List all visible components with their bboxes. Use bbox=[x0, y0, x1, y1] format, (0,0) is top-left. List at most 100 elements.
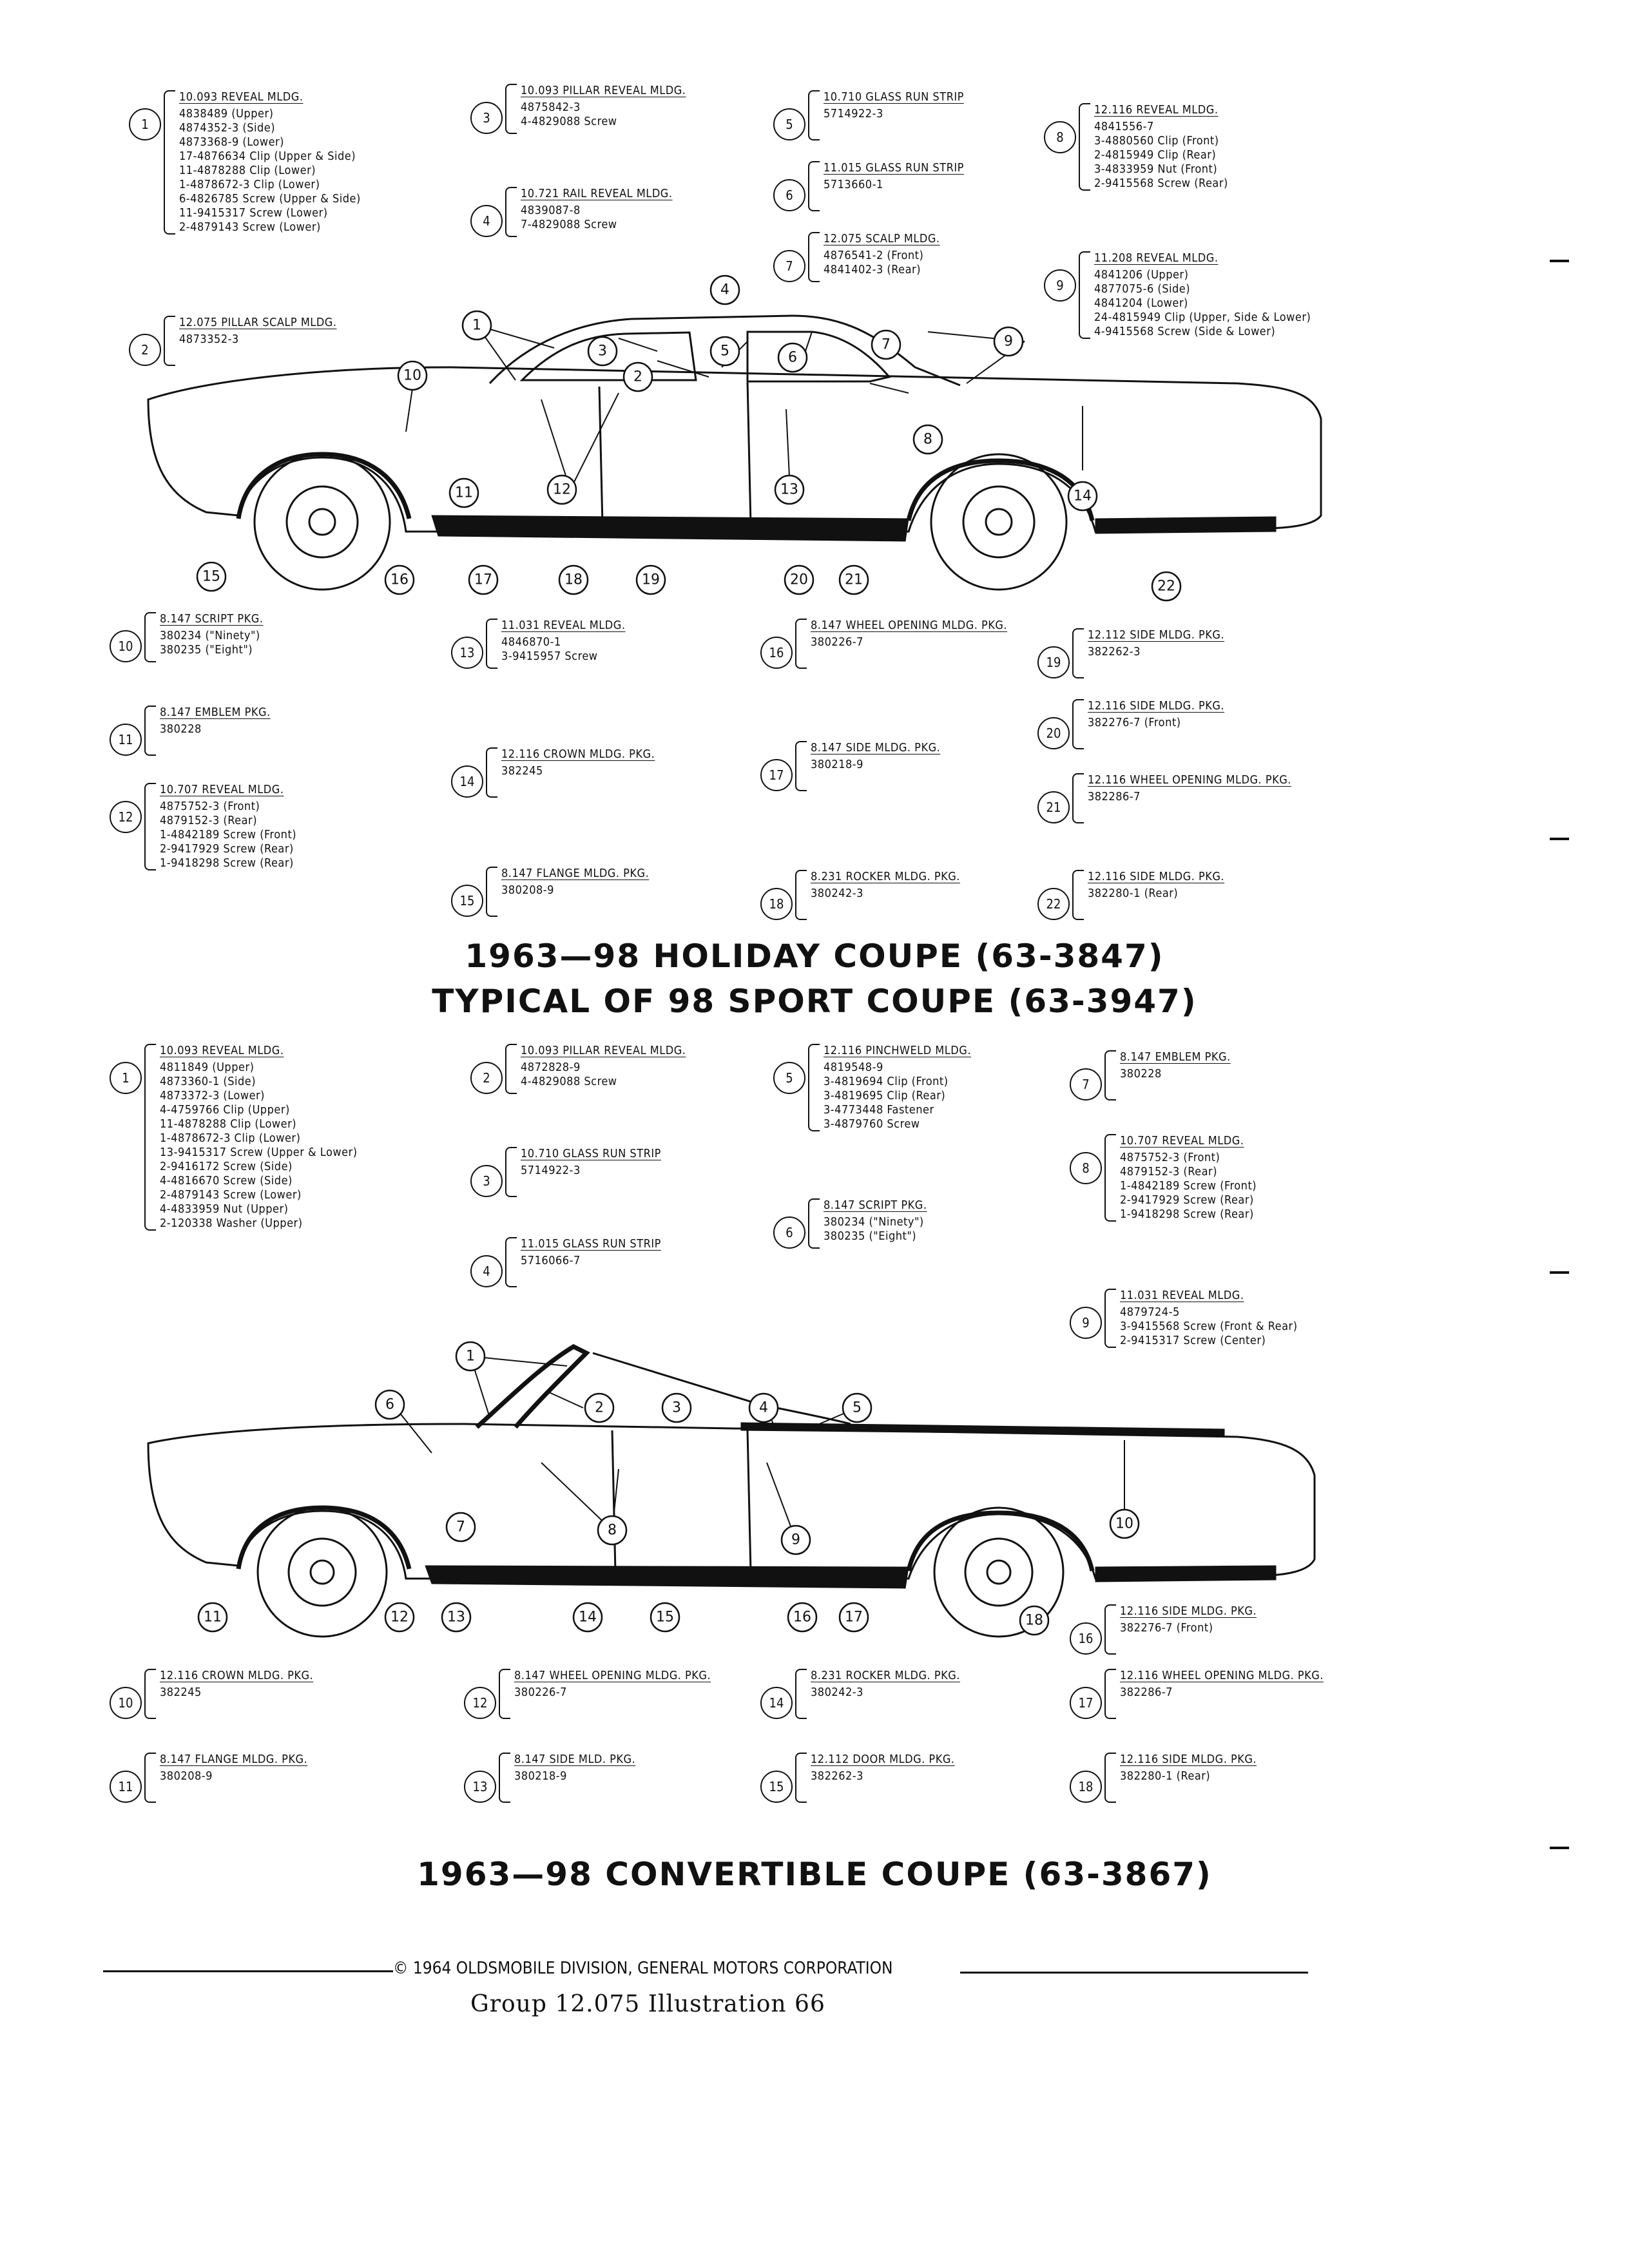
svg-text:13: 13 bbox=[780, 482, 798, 498]
callout-part-line: 13-9415317 Screw (Upper & Lower) bbox=[160, 1146, 358, 1159]
bottom-diagram-label-7: 7 bbox=[445, 1512, 476, 1542]
callout-part-line: 5714922-3 bbox=[521, 1164, 581, 1177]
callout-brace bbox=[1072, 628, 1084, 678]
callout-part-line: 2-9415568 Screw (Rear) bbox=[1094, 177, 1228, 190]
callout-heading: 12.116 REVEAL MLDG. bbox=[1094, 103, 1219, 117]
top-diagram-label-3: 3 bbox=[587, 336, 618, 367]
car-window bbox=[519, 331, 697, 381]
top-diagram-label-10: 10 bbox=[397, 360, 428, 391]
callout-body: 8.147 SCRIPT PKG.380234 ("Ninety")380235… bbox=[160, 612, 263, 657]
car-rear-window bbox=[746, 331, 891, 383]
top-diagram-label-11: 11 bbox=[448, 477, 479, 508]
callout-part-line: 3-4833959 Nut (Front) bbox=[1094, 162, 1218, 176]
callout-number: 2 bbox=[129, 334, 161, 366]
callout-number: 6 bbox=[773, 179, 805, 211]
callout-part-line: 2-9416172 Screw (Side) bbox=[160, 1160, 293, 1173]
callout-body: 8.147 WHEEL OPENING MLDG. PKG.380226-7 bbox=[811, 619, 1007, 649]
callout-heading: 10.710 GLASS RUN STRIP bbox=[521, 1147, 661, 1160]
callout-part-line: 6-4826785 Screw (Upper & Side) bbox=[179, 192, 361, 206]
rear-wheel bbox=[933, 1506, 1065, 1638]
callout-heading: 10.093 REVEAL MLDG. bbox=[179, 90, 304, 104]
callout-part-line: 4873352-3 bbox=[179, 332, 239, 346]
callout-number: 22 bbox=[1037, 888, 1070, 920]
car-body-outline bbox=[147, 366, 1322, 533]
svg-text:12: 12 bbox=[553, 482, 571, 498]
callout-body: 8.147 FLANGE MLDG. PKG.380208-9 bbox=[160, 1753, 307, 1783]
callout-brace bbox=[144, 1044, 156, 1231]
top-diagram-label-14: 14 bbox=[1067, 481, 1098, 512]
callout-brace bbox=[499, 1753, 510, 1803]
callout-number: 1 bbox=[129, 108, 161, 140]
callout-part-line: 4873368-9 (Lower) bbox=[179, 135, 285, 149]
callout-part-line: 380235 ("Eight") bbox=[160, 643, 253, 657]
convertible-coupe-title: 1963—98 CONVERTIBLE COUPE (63-3867) bbox=[417, 1856, 1212, 1893]
front-wheel bbox=[253, 453, 391, 591]
callout-heading: 10.093 PILLAR REVEAL MLDG. bbox=[521, 1044, 686, 1057]
top-diagram-label-13: 13 bbox=[774, 474, 805, 505]
callout-number: 1 bbox=[110, 1062, 142, 1094]
top-diagram-label-16: 16 bbox=[384, 564, 415, 595]
callout-part-line: 382286-7 bbox=[1088, 790, 1141, 803]
callout-heading: 12.116 SIDE MLDG. PKG. bbox=[1088, 870, 1225, 883]
top-diagram-label-2: 2 bbox=[622, 361, 653, 392]
callout-part-line: 380226-7 bbox=[811, 635, 863, 649]
callout-number: 13 bbox=[464, 1771, 496, 1803]
callout-part-line: 2-4815949 Clip (Rear) bbox=[1094, 148, 1217, 162]
callout-number: 13 bbox=[451, 637, 483, 669]
top-diagram-label-7: 7 bbox=[871, 329, 901, 360]
svg-text:15: 15 bbox=[656, 1610, 674, 1626]
bottom-diagram-label-18: 18 bbox=[1019, 1605, 1050, 1636]
callout-number: 17 bbox=[1070, 1687, 1102, 1719]
callout-part-line: 4879152-3 (Rear) bbox=[1120, 1165, 1218, 1178]
svg-text:5: 5 bbox=[853, 1400, 862, 1416]
callout-part-line: 5714922-3 bbox=[824, 107, 883, 120]
callout-part-line: 4-4759766 Clip (Upper) bbox=[160, 1103, 290, 1117]
svg-text:19: 19 bbox=[642, 572, 660, 588]
callout-part-line: 4-4829088 Screw bbox=[521, 115, 617, 128]
svg-text:16: 16 bbox=[390, 572, 409, 588]
callout-brace bbox=[1072, 699, 1084, 749]
callout-number: 6 bbox=[773, 1216, 805, 1249]
callout-part-line: 3-4879760 Screw bbox=[824, 1117, 920, 1131]
callout-brace bbox=[505, 1147, 517, 1197]
callout-number: 19 bbox=[1037, 646, 1070, 678]
callout-part-line: 380226-7 bbox=[514, 1686, 567, 1699]
callout-part-line: 380208-9 bbox=[160, 1769, 213, 1783]
top-diagram-label-15: 15 bbox=[196, 561, 227, 592]
callout-heading: 8.147 FLANGE MLDG. PKG. bbox=[501, 867, 650, 880]
svg-text:17: 17 bbox=[474, 572, 492, 588]
callout-part-line: 1-4842189 Screw (Front) bbox=[1120, 1179, 1257, 1193]
svg-text:17: 17 bbox=[845, 1610, 863, 1626]
top-diagram-label-1: 1 bbox=[461, 310, 492, 341]
svg-text:3: 3 bbox=[672, 1400, 681, 1416]
callout-part-line: 382245 bbox=[160, 1686, 202, 1699]
callout-heading: 8.147 EMBLEM PKG. bbox=[1120, 1050, 1231, 1064]
callout-number: 18 bbox=[1070, 1771, 1102, 1803]
callout-number: 17 bbox=[760, 759, 793, 791]
callout-brace bbox=[144, 1669, 156, 1719]
callout-brace bbox=[795, 1753, 807, 1803]
callout-part-line: 4874352-3 (Side) bbox=[179, 121, 276, 135]
callout-body: 12.116 WHEEL OPENING MLDG. PKG.382286-7 bbox=[1088, 773, 1291, 804]
svg-text:8: 8 bbox=[608, 1523, 617, 1539]
svg-text:9: 9 bbox=[1004, 334, 1013, 350]
callout-part-line: 11-9415317 Screw (Lower) bbox=[179, 206, 328, 220]
callout-part-line: 1-4878672-3 Clip (Lower) bbox=[160, 1131, 301, 1145]
callout-heading: 10.707 REVEAL MLDG. bbox=[1120, 1134, 1244, 1148]
callout-part-line: 380242-3 bbox=[811, 1686, 863, 1699]
callout-heading: 8.147 SIDE MLD. PKG. bbox=[514, 1753, 636, 1766]
callout-part-line: 3-9415568 Screw (Front & Rear) bbox=[1120, 1320, 1298, 1333]
callout-brace bbox=[808, 1198, 820, 1249]
svg-text:11: 11 bbox=[455, 485, 473, 501]
callout-brace bbox=[808, 161, 820, 211]
callout-heading: 12.075 SCALP MLDG. bbox=[824, 232, 940, 245]
callout-brace bbox=[1072, 773, 1084, 823]
belt-molding bbox=[740, 1422, 1225, 1436]
callout-body: 11.208 REVEAL MLDG.4841206 (Upper)487707… bbox=[1094, 251, 1311, 339]
